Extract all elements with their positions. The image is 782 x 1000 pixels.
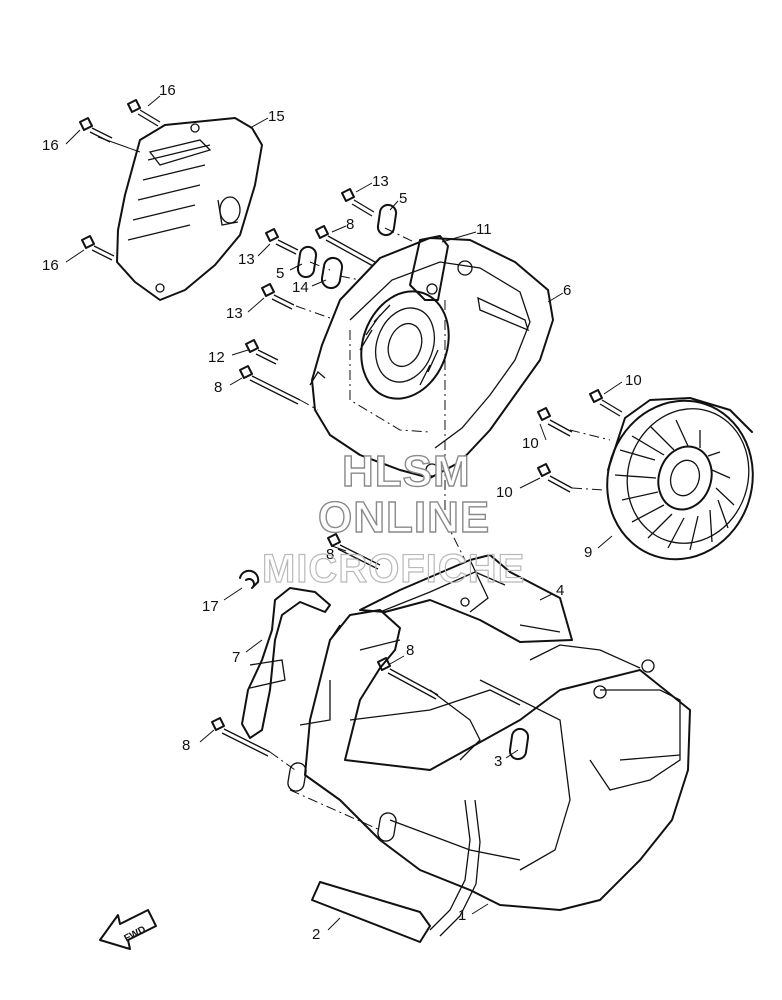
callout-16b: 16 (42, 137, 59, 154)
part-3-collar[interactable] (508, 727, 530, 761)
alignment-lines (269, 227, 611, 831)
callout-8b: 8 (214, 379, 222, 396)
bolt-8-top[interactable] (315, 225, 376, 267)
collar-5-middle[interactable] (296, 245, 318, 279)
bolt-8-long[interactable] (239, 365, 301, 405)
callout-15: 15 (268, 108, 285, 125)
watermark: HLSM ONLINE MICROFICHE (261, 446, 525, 591)
part-4-plate[interactable] (359, 554, 573, 643)
bolt-10-middle[interactable] (537, 407, 573, 437)
grommet-14[interactable] (320, 257, 344, 289)
bolt-16-top[interactable] (127, 99, 161, 127)
callout-labels: 16 16 16 15 13 5 11 8 13 5 14 6 13 12 8 … (42, 82, 642, 943)
callout-10a: 10 (625, 372, 642, 389)
callout-5b: 5 (276, 265, 284, 282)
callout-17: 17 (202, 598, 219, 615)
callout-12: 12 (208, 349, 225, 366)
bolt-13-top[interactable] (341, 188, 375, 217)
watermark-line2: ONLINE (318, 493, 490, 542)
callout-8e: 8 (182, 737, 190, 754)
bolt-8-lower-left[interactable] (211, 717, 271, 757)
bolt-8-shroud[interactable] (377, 657, 439, 700)
callout-7: 7 (232, 649, 240, 666)
bolt-13-middle[interactable] (265, 228, 299, 255)
callout-13a: 13 (372, 173, 389, 190)
callout-8a: 8 (346, 216, 354, 233)
part-7-duct[interactable] (241, 587, 331, 739)
bolt-8-plate[interactable] (327, 533, 381, 570)
leader-lines (65, 95, 623, 931)
callout-6: 6 (563, 282, 571, 299)
callout-2: 2 (312, 926, 320, 943)
callout-11: 11 (476, 221, 492, 238)
part-6-fan-housing[interactable] (309, 235, 554, 479)
part-2-band[interactable] (311, 799, 481, 943)
bolt-16-lower[interactable] (81, 235, 115, 261)
part-1-shroud[interactable] (287, 609, 691, 911)
bolt-16-left[interactable] (79, 117, 113, 143)
callout-8c: 8 (326, 546, 334, 563)
watermark-line1: HLSM (342, 447, 471, 496)
part-17-clip[interactable] (239, 569, 260, 589)
callout-14: 14 (292, 279, 309, 296)
callout-16c: 16 (42, 257, 59, 274)
callout-3: 3 (494, 753, 502, 770)
callout-1: 1 (458, 907, 466, 924)
callout-13b: 13 (238, 251, 255, 268)
callout-10b: 10 (522, 435, 539, 452)
callout-16a: 16 (159, 82, 176, 99)
collar-5-top[interactable] (376, 203, 398, 237)
watermark-line3: MICROFICHE (262, 547, 525, 591)
bolt-10-lower[interactable] (537, 463, 573, 493)
callout-13c: 13 (226, 305, 243, 322)
bolt-13-lower[interactable] (261, 283, 295, 310)
callout-4: 4 (556, 582, 564, 599)
callout-5a: 5 (399, 190, 407, 207)
part-9-fan[interactable] (587, 382, 773, 579)
callout-10c: 10 (496, 484, 513, 501)
bolt-10-top[interactable] (589, 389, 623, 417)
callout-8d: 8 (406, 642, 414, 659)
callout-9: 9 (584, 544, 592, 561)
bolt-12[interactable] (245, 339, 279, 365)
fwd-label: FWD (122, 924, 147, 944)
part-15-shroud-cover[interactable] (116, 117, 263, 301)
fwd-direction-marker: FWD (99, 909, 157, 950)
